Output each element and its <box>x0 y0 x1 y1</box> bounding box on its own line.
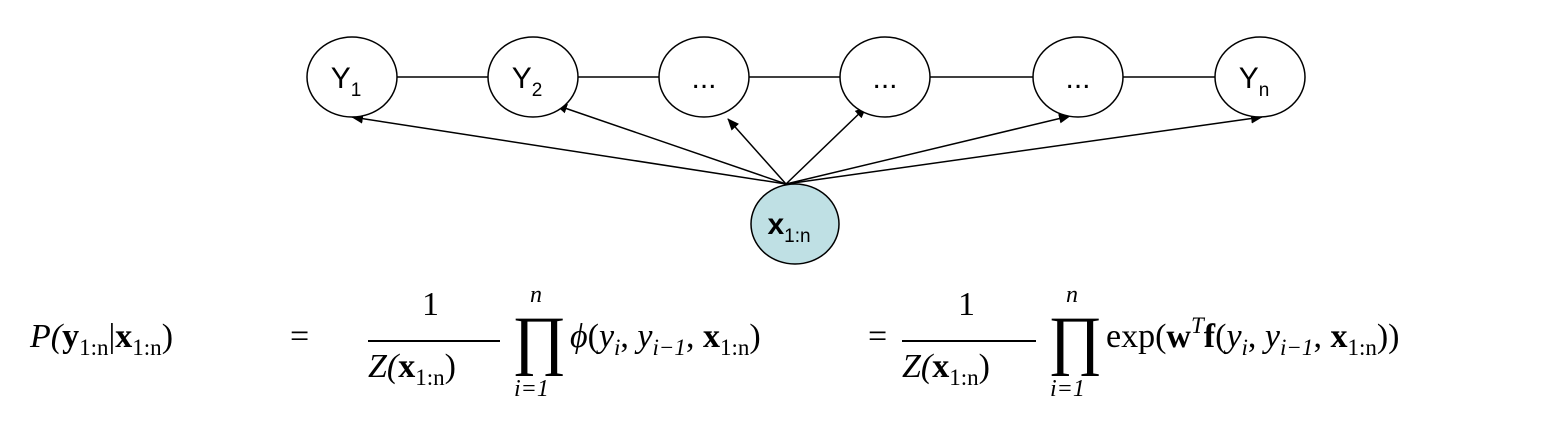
phi-y2-sub: i−1 <box>652 335 686 360</box>
lhs-y-sub: 1:n <box>79 335 109 360</box>
frac2-den-x: x <box>932 348 950 385</box>
chain-node-main: Y <box>331 62 351 95</box>
frac2-line <box>902 340 1036 342</box>
exp-y1-sub: i <box>1241 335 1248 360</box>
lhs-p: P( <box>30 318 63 355</box>
formula-lhs: P(y1:n|x1:n) <box>30 318 174 360</box>
observed-node-label: x1:n <box>767 208 810 247</box>
exp-func: exp( <box>1106 318 1167 355</box>
chain-node: ... <box>658 36 750 118</box>
chain-node-label: Yn <box>1239 62 1270 101</box>
chain-node-label: ... <box>872 62 897 95</box>
chain-node-circle <box>1214 36 1306 118</box>
observation-arrow <box>785 113 1071 185</box>
exp-y2-sub: i−1 <box>1280 335 1314 360</box>
observation-arrow <box>785 106 867 185</box>
phi-x-sub: 1:n <box>719 335 750 360</box>
observation-arrow <box>555 103 787 185</box>
chain-node-main: ... <box>872 62 897 95</box>
phi-y1-sub: i <box>614 335 621 360</box>
frac1-den-sub: 1:n <box>415 365 445 390</box>
chain-node-main: Y <box>512 62 532 95</box>
phi-symbol: ϕ <box>570 318 588 355</box>
phi-term: ϕ(yi, yi−1, x1:n) <box>570 318 761 360</box>
prod1-symbol: ∏ <box>512 304 567 377</box>
lhs-x-sub: 1:n <box>132 335 162 360</box>
phi-comma1: , <box>620 318 638 355</box>
prod2-lower: i=1 <box>1050 376 1085 402</box>
exp-comma1: , <box>1247 318 1265 355</box>
frac1-den-z: Z( <box>368 348 399 385</box>
chain-node-circle <box>1032 36 1124 118</box>
lhs-bar: | <box>108 318 116 355</box>
observed-node-main: x <box>767 208 784 241</box>
exp-close: )) <box>1376 318 1400 355</box>
chain-node-label: ... <box>691 62 716 95</box>
frac1-den-x: x <box>398 348 416 385</box>
frac1-den-close: ) <box>444 348 456 385</box>
frac1-denominator: Z(x1:n) <box>368 348 456 390</box>
observed-node-circle <box>750 183 840 265</box>
chain-node-circle <box>658 36 750 118</box>
exp-w-sup: T <box>1190 313 1204 338</box>
frac2-den-sub: 1:n <box>949 365 979 390</box>
exp-term: exp(wTf(yi, yi−1, x1:n)) <box>1106 313 1400 360</box>
prod2-upper: n <box>1066 282 1078 308</box>
chain-node-sub: n <box>1259 80 1270 101</box>
crf-formula: P(y1:n|x1:n) = 1 Z(x1:n) n ∏ i=1 ϕ(yi, y… <box>30 282 1530 422</box>
chain-node: ... <box>839 36 931 118</box>
chain-node-circle <box>306 36 398 118</box>
lhs-close: ) <box>161 318 174 355</box>
chain-node-label: Y2 <box>512 62 543 101</box>
chain-node-circle <box>839 36 931 118</box>
phi-comma2: , <box>685 318 703 355</box>
exp-f: f <box>1203 318 1216 355</box>
chain-node-label: ... <box>1065 62 1090 95</box>
frac2-den-close: ) <box>978 348 990 385</box>
phi-open: ( <box>587 318 599 355</box>
chain-node-label: Y1 <box>331 62 362 101</box>
observation-edges <box>351 103 1263 185</box>
chain-node-circle <box>487 36 579 118</box>
prod1-upper: n <box>530 282 542 308</box>
exp-open: ( <box>1215 318 1227 355</box>
prod1-lower: i=1 <box>514 376 549 402</box>
exp-comma2: , <box>1313 318 1331 355</box>
chain-node-sub: 1 <box>351 80 362 101</box>
chain-node-main: ... <box>691 62 716 95</box>
exp-x-sub: 1:n <box>1347 335 1377 360</box>
exp-y1: y <box>1226 318 1242 355</box>
phi-x: x <box>702 318 720 355</box>
chain-node-sub: 2 <box>532 80 543 101</box>
chain-node: ... <box>1032 36 1124 118</box>
frac2-den-z: Z( <box>902 348 933 385</box>
observation-arrow <box>351 113 787 185</box>
chain-node: Y2 <box>487 36 579 118</box>
frac2-numerator: 1 <box>958 286 975 323</box>
frac1-line <box>368 340 500 342</box>
chain-node: Yn <box>1214 36 1306 118</box>
observation-arrow <box>785 113 1263 185</box>
equals-sign-2: = <box>868 318 888 355</box>
observation-arrow <box>727 118 787 185</box>
chain-node-main: ... <box>1065 62 1090 95</box>
exp-w: w <box>1166 318 1191 355</box>
observed-node-group: x1:n <box>750 183 840 265</box>
observed-node-sub: 1:n <box>784 226 810 247</box>
equals-sign: = <box>290 318 310 355</box>
phi-close: ) <box>749 318 761 355</box>
prod2-symbol: ∏ <box>1048 304 1103 377</box>
phi-y2: y <box>637 318 653 355</box>
exp-x: x <box>1330 318 1348 355</box>
lhs-x: x <box>115 318 133 355</box>
frac2-denominator: Z(x1:n) <box>902 348 990 390</box>
frac1-numerator: 1 <box>422 286 439 323</box>
chain-node-main: Y <box>1239 62 1259 95</box>
chain-node: Y1 <box>306 36 398 118</box>
lhs-y: y <box>62 318 80 355</box>
exp-y2: y <box>1264 318 1281 355</box>
phi-y1: y <box>598 318 615 355</box>
